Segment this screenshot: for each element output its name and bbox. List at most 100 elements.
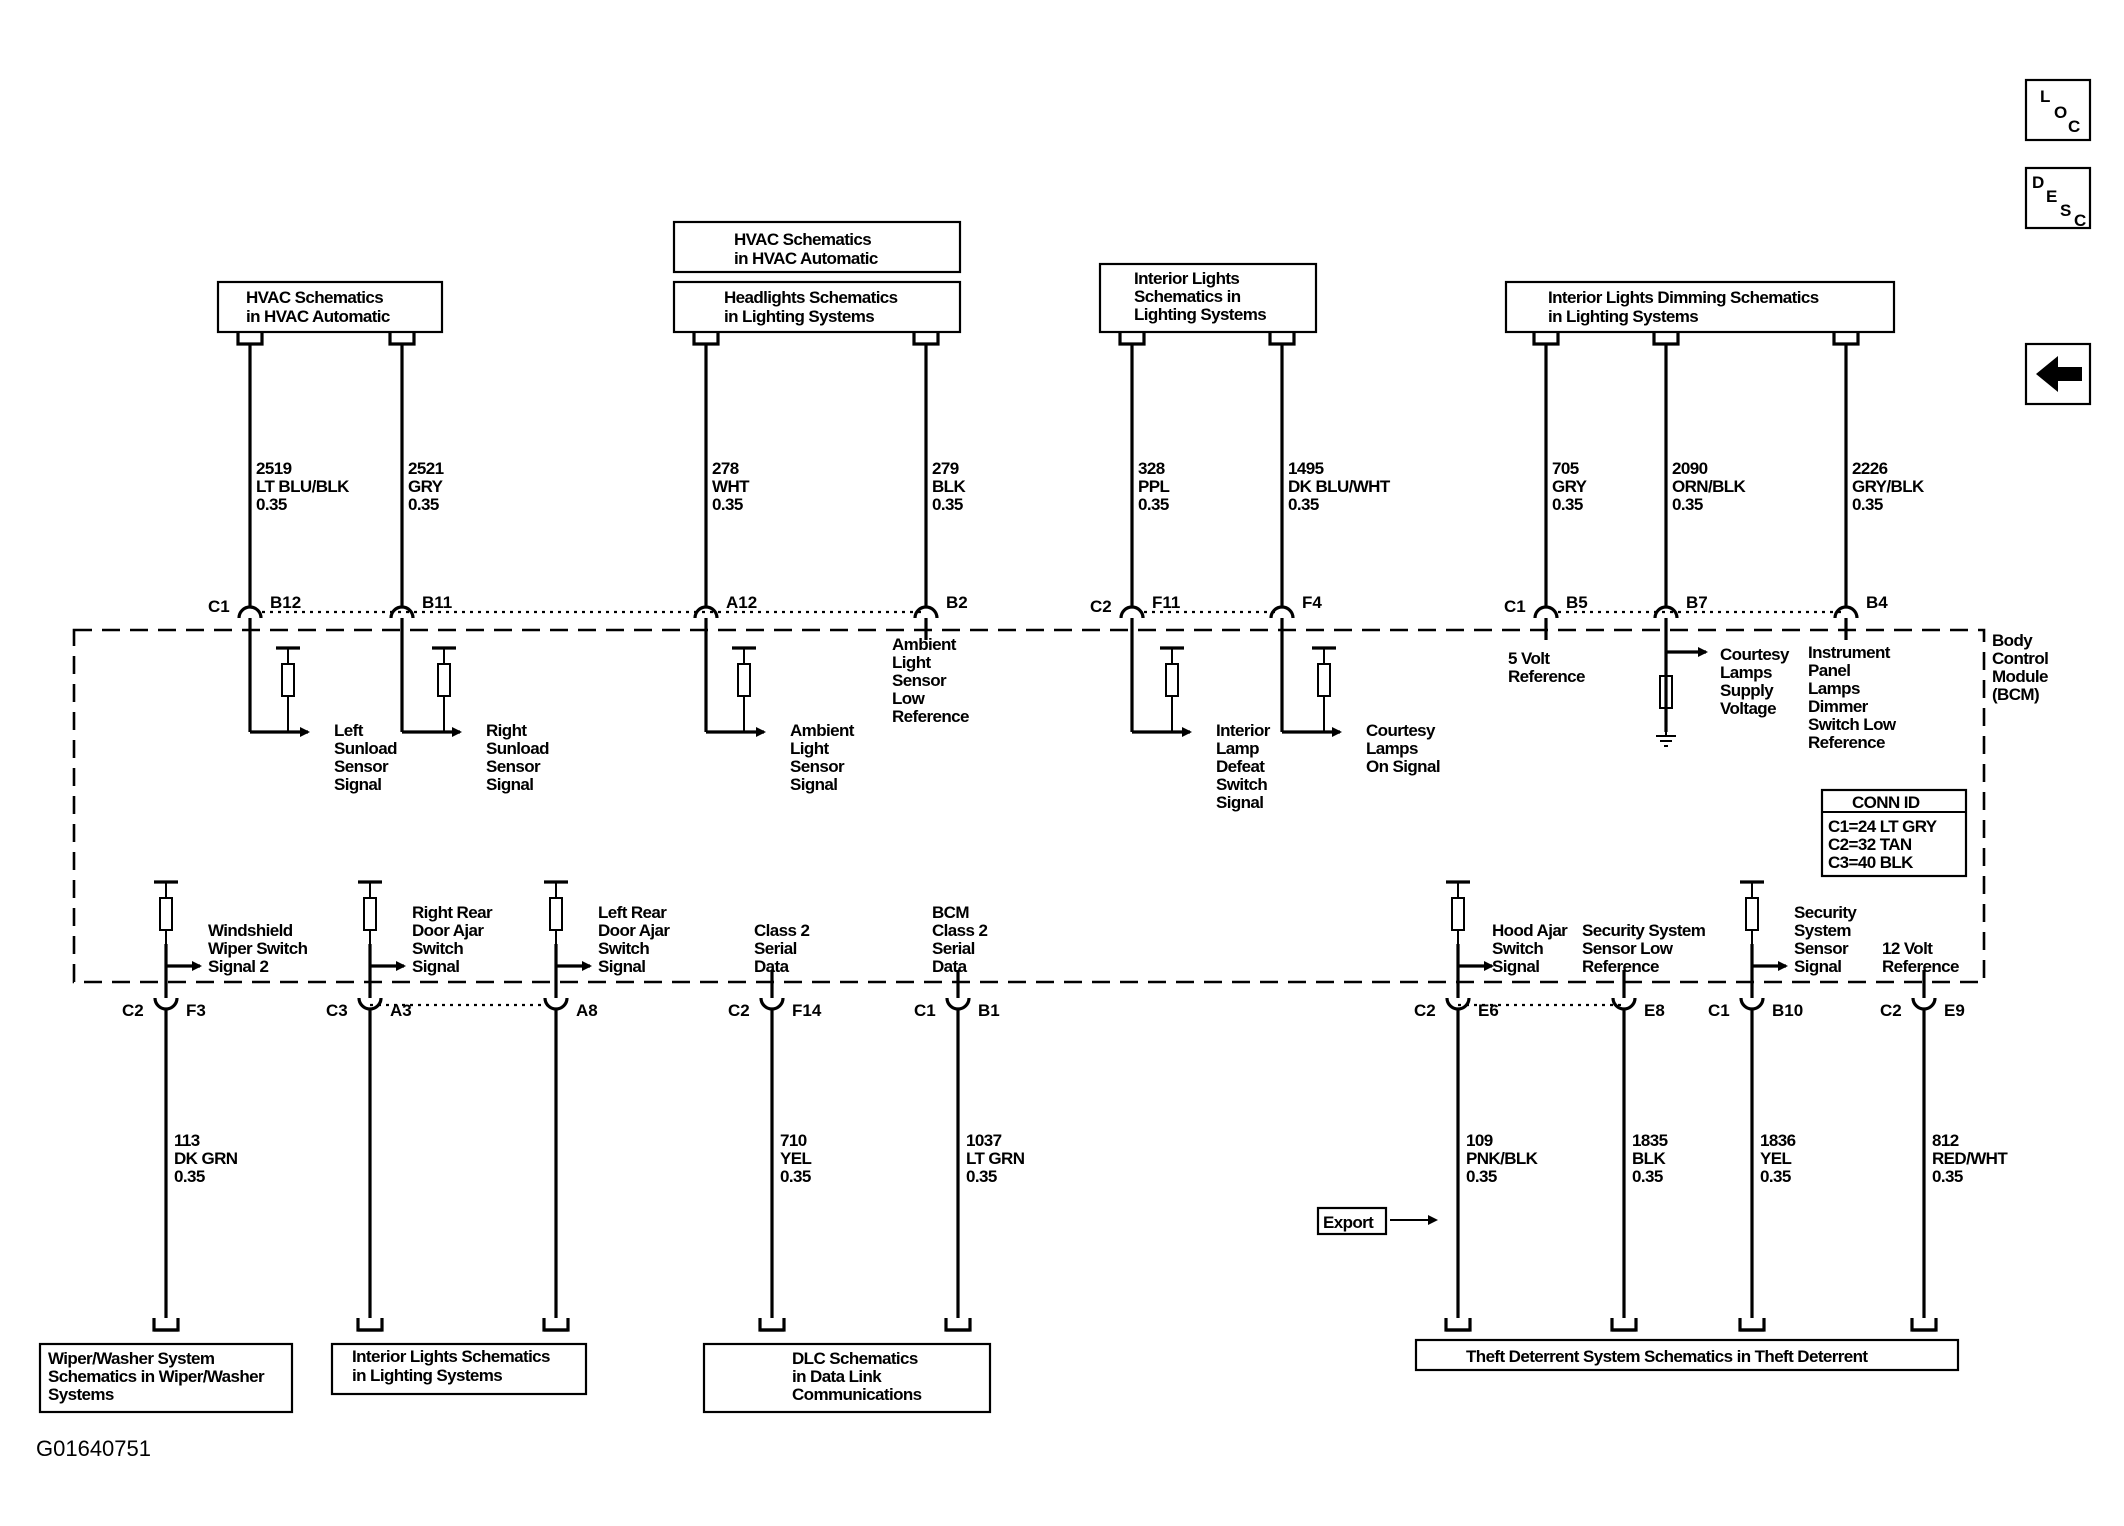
pin-label: F11 xyxy=(1152,593,1180,612)
connector-label: C2 xyxy=(1090,597,1112,616)
ref-box-interior-bottom[interactable]: Interior Lights Schematics in Lighting S… xyxy=(330,1342,588,1396)
desc-letter: E xyxy=(2046,187,2057,206)
signal-function-label: Door Ajar xyxy=(412,921,484,940)
svg-text:Export: Export xyxy=(1323,1213,1374,1232)
signal-function-label: Dimmer xyxy=(1808,697,1869,716)
svg-text:Module: Module xyxy=(1992,667,2048,686)
signal-function-label: Reference xyxy=(1882,957,1959,976)
svg-text:in Lighting Systems: in Lighting Systems xyxy=(724,307,874,326)
signal-function-label: 5 Volt xyxy=(1508,649,1550,668)
loc-letter: O xyxy=(2054,103,2067,122)
ref-box-wiper[interactable]: Wiper/Washer System Schematics in Wiper/… xyxy=(38,1342,294,1414)
signal-function-label: Right xyxy=(486,721,527,740)
desc-button[interactable]: D E S C xyxy=(2024,166,2092,230)
loc-letter: C xyxy=(2068,117,2080,136)
wire-label: 0.35 xyxy=(1552,495,1583,514)
signal-function-label: Sensor xyxy=(892,671,947,690)
connector-label: C2 xyxy=(1414,1001,1436,1020)
svg-text:DLC Schematics: DLC Schematics xyxy=(792,1349,918,1368)
signal-function-label: Lamps xyxy=(1366,739,1418,758)
wire-label: 0.35 xyxy=(1672,495,1703,514)
signal-function-label: Signal xyxy=(412,957,459,976)
svg-text:Theft Deterrent System Schemat: Theft Deterrent System Schematics in The… xyxy=(1466,1347,1868,1366)
wire-label: 278 xyxy=(712,459,739,478)
pin-label: A8 xyxy=(576,1001,598,1020)
desc-letter: S xyxy=(2060,201,2071,220)
wire-label: GRY xyxy=(408,477,444,496)
signal-function-label: Data xyxy=(754,957,790,976)
loc-letter: L xyxy=(2040,87,2050,106)
signal-function-label: Sunload xyxy=(334,739,397,758)
signal-function-label: Sensor xyxy=(334,757,389,776)
signal-function-label: Lamps xyxy=(1720,663,1772,682)
signal-function-label: Class 2 xyxy=(754,921,809,940)
signal-function-label: Voltage xyxy=(1720,699,1776,718)
ref-box-hvac-top[interactable]: HVAC Schematics in HVAC Automatic xyxy=(672,220,962,274)
connector-label: C2 xyxy=(728,1001,750,1020)
left-arrow-icon xyxy=(2036,356,2082,392)
svg-text:Interior Lights Schematics: Interior Lights Schematics xyxy=(352,1347,550,1366)
conn-id-table: CONN ID C1=24 LT GRY C2=32 TAN C3=40 BLK xyxy=(1820,788,1968,878)
loc-button[interactable]: L O C xyxy=(2024,78,2092,142)
connector-label: C1 xyxy=(1504,597,1526,616)
signal-function-label: Instrument xyxy=(1808,643,1891,662)
svg-text:in HVAC Automatic: in HVAC Automatic xyxy=(734,249,878,268)
svg-text:Interior Lights Dimming Schema: Interior Lights Dimming Schematics xyxy=(1548,288,1819,307)
pin-label: F14 xyxy=(792,1001,822,1020)
signal-function-label: Signal xyxy=(334,775,381,794)
signal-function-label: Sensor xyxy=(486,757,541,776)
top-wire-b7: 2090ORN/BLK0.35B7CourtesyLampsSupplyVolt… xyxy=(1652,332,1791,747)
signal-function-label: Supply xyxy=(1720,681,1774,700)
connector-label: C3 xyxy=(326,1001,348,1020)
ref-box-theft[interactable]: Theft Deterrent System Schematics in The… xyxy=(1414,1338,1960,1372)
desc-letter: C xyxy=(2074,211,2086,230)
wire-label: 109 xyxy=(1466,1131,1493,1150)
wire-label: 0.35 xyxy=(1852,495,1883,514)
signal-function-label: Low xyxy=(892,689,926,708)
signal-function-label: Reference xyxy=(892,707,969,726)
ref-box-hvac-left[interactable]: HVAC Schematics in HVAC Automatic xyxy=(216,280,444,334)
wire-label: 2521 xyxy=(408,459,444,478)
wire-label: DK GRN xyxy=(174,1149,238,1168)
wire-label: ORN/BLK xyxy=(1672,477,1747,496)
wire-label: 0.35 xyxy=(966,1167,997,1186)
back-arrow-button[interactable] xyxy=(2024,342,2092,406)
signal-function-label: Switch xyxy=(412,939,463,958)
wire-label: LT GRN xyxy=(966,1149,1025,1168)
svg-text:Schematics in: Schematics in xyxy=(1134,287,1241,306)
signal-function-label: Class 2 xyxy=(932,921,987,940)
pin-label: B12 xyxy=(270,593,301,612)
signal-function-label: BCM xyxy=(932,903,969,922)
wire-label: 0.35 xyxy=(1466,1167,1497,1186)
connector-label: C2 xyxy=(122,1001,144,1020)
pin-label: B4 xyxy=(1866,593,1888,612)
svg-text:Body: Body xyxy=(1992,631,2033,650)
pin-label: B2 xyxy=(946,593,968,612)
signal-function-label: Signal xyxy=(1794,957,1841,976)
wire-label: 279 xyxy=(932,459,959,478)
signal-function-label: Security System xyxy=(1582,921,1706,940)
wire-label: 328 xyxy=(1138,459,1165,478)
signal-function-label: Courtesy xyxy=(1366,721,1436,740)
wire-label: 0.35 xyxy=(1288,495,1319,514)
ref-box-dimming[interactable]: Interior Lights Dimming Schematics in Li… xyxy=(1504,280,1896,334)
wire-label: BLK xyxy=(932,477,966,496)
wire-label: 0.35 xyxy=(174,1167,205,1186)
ref-box-dlc[interactable]: DLC Schematics in Data Link Communicatio… xyxy=(702,1342,992,1414)
ref-box-interior-lights[interactable]: Interior Lights Schematics in Lighting S… xyxy=(1098,262,1318,334)
svg-text:Schematics in Wiper/Washer: Schematics in Wiper/Washer xyxy=(48,1367,265,1386)
top-wire-b2: 279BLK0.35B2AmbientLightSensorLowReferen… xyxy=(892,332,970,726)
ref-box-headlights[interactable]: Headlights Schematics in Lighting System… xyxy=(672,280,962,334)
wire-label: 0.35 xyxy=(256,495,287,514)
signal-function-label: Signal xyxy=(790,775,837,794)
svg-text:Lighting Systems: Lighting Systems xyxy=(1134,305,1266,324)
